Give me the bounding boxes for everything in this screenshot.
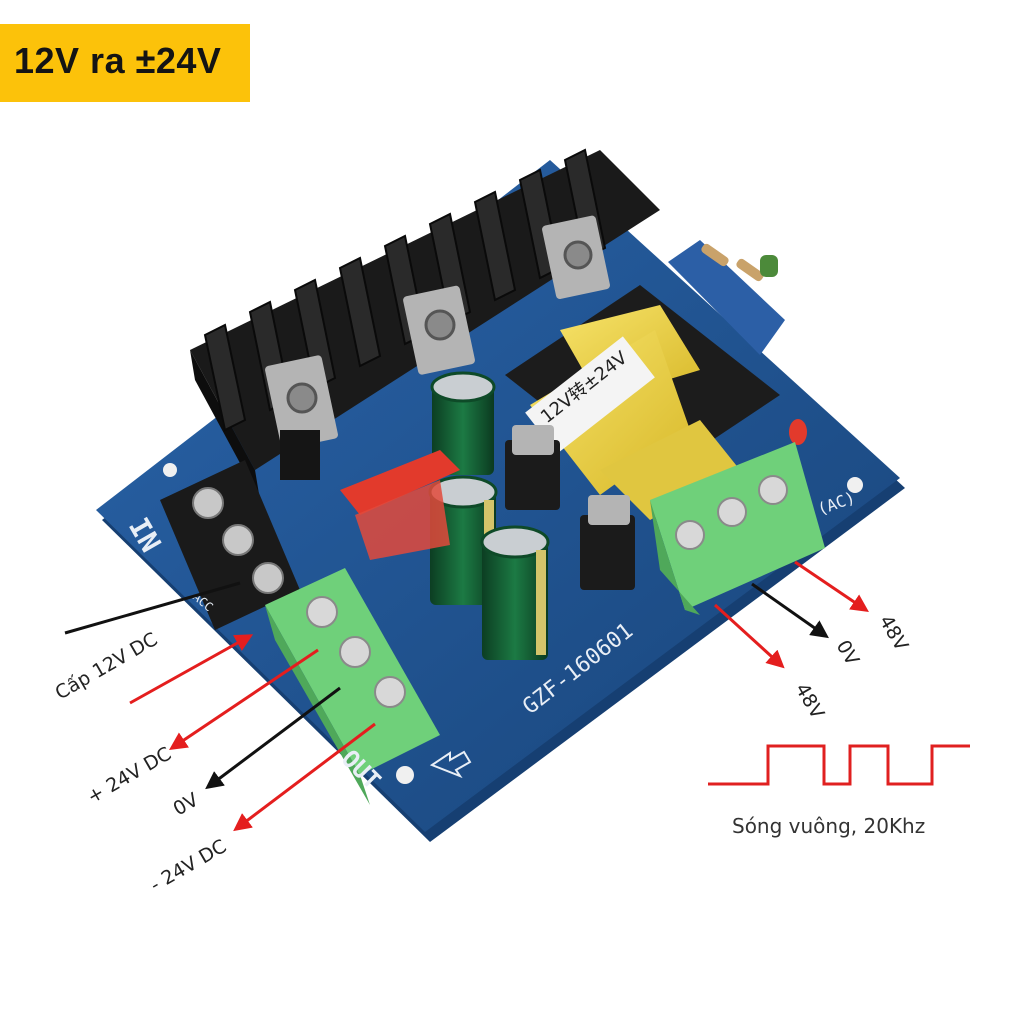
label-ac48-b: 48V: [875, 612, 913, 655]
title-text: 12V ra ±24V: [14, 40, 222, 81]
waveform-caption: Sóng vuông, 20Khz: [732, 814, 926, 838]
input-pointer-line: [64, 581, 241, 635]
mount-hole: [396, 766, 414, 784]
label-minus24: - 24V DC: [147, 835, 231, 896]
fuse: [340, 450, 460, 560]
minus24-arrow: [233, 722, 376, 832]
mosfet: [505, 425, 560, 510]
zero-left-arrow: [205, 686, 341, 790]
square-wave: [708, 744, 970, 786]
ac0v-arrow: [751, 582, 829, 639]
ac48-a-arrow: [713, 603, 785, 669]
mosfet-body: [280, 430, 320, 480]
heatsink: [190, 148, 660, 500]
mosfet: [403, 285, 475, 375]
label-ac0v: 0V: [832, 637, 864, 670]
capacitor: [480, 525, 550, 660]
input-plus-arrow: [129, 634, 254, 705]
label-input: Cấp 12V DC: [52, 628, 162, 704]
led: [789, 419, 807, 445]
mount-hole: [163, 463, 177, 477]
title-banner: [0, 24, 250, 102]
ac-terminal-block: [650, 442, 825, 615]
capacitor: [430, 371, 496, 475]
plus24-arrow: [169, 648, 319, 751]
transformer-label-sticker: [525, 336, 655, 454]
input-terminal-block: [160, 460, 300, 630]
label-ac48-a: 48V: [791, 680, 829, 723]
mosfet: [265, 355, 338, 450]
label-zero-left: 0V: [170, 789, 203, 821]
mosfet: [580, 495, 635, 590]
transformer: 12V转±24V: [505, 285, 780, 520]
label-plus24: + 24V DC: [84, 743, 176, 809]
arrow-silk-icon: [429, 750, 472, 779]
mount-hole: [847, 477, 863, 493]
mosfet: [542, 215, 610, 299]
ac48-b-arrow: [794, 560, 869, 613]
driver-board: [668, 240, 785, 355]
